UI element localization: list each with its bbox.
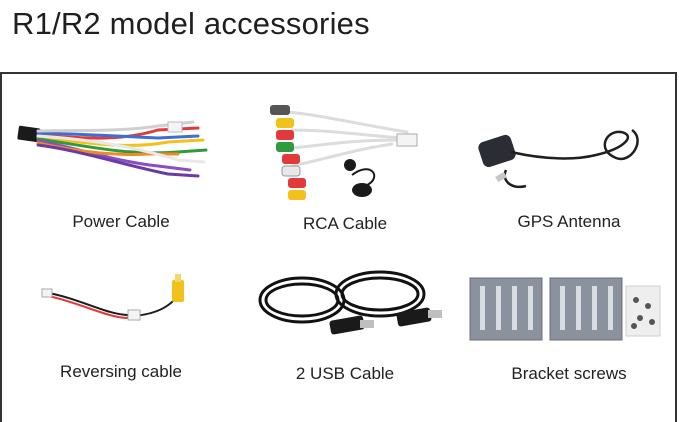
accessories-panel [0,72,677,422]
accessory-label: RCA Cable [302,214,388,233]
gps-antenna-image [478,128,639,189]
reversing-cable-image [41,274,184,321]
usb-cable-image [258,270,442,335]
accessory-bracket-screws: Bracket screws [456,260,679,410]
accessory-label: GPS Antenna [517,212,621,231]
page-title: R1/R2 model accessories [12,6,370,41]
accessory-label: Reversing cable [60,362,182,381]
power-cable-image [17,120,208,178]
accessory-gps-antenna: GPS Antenna [456,90,679,240]
accessory-label: Power Cable [72,212,170,231]
accessory-reversing-cable: Reversing cable [8,260,234,410]
accessory-usb-cable: 2 USB Cable [232,260,458,410]
accessory-label: Bracket screws [511,364,627,383]
accessory-rca-cable: RCA Cable [232,90,458,240]
bracket-screws-image [469,277,661,341]
rca-cable-image [270,105,418,200]
accessory-label: 2 USB Cable [295,364,395,383]
accessory-power-cable: Power Cable [8,90,234,240]
